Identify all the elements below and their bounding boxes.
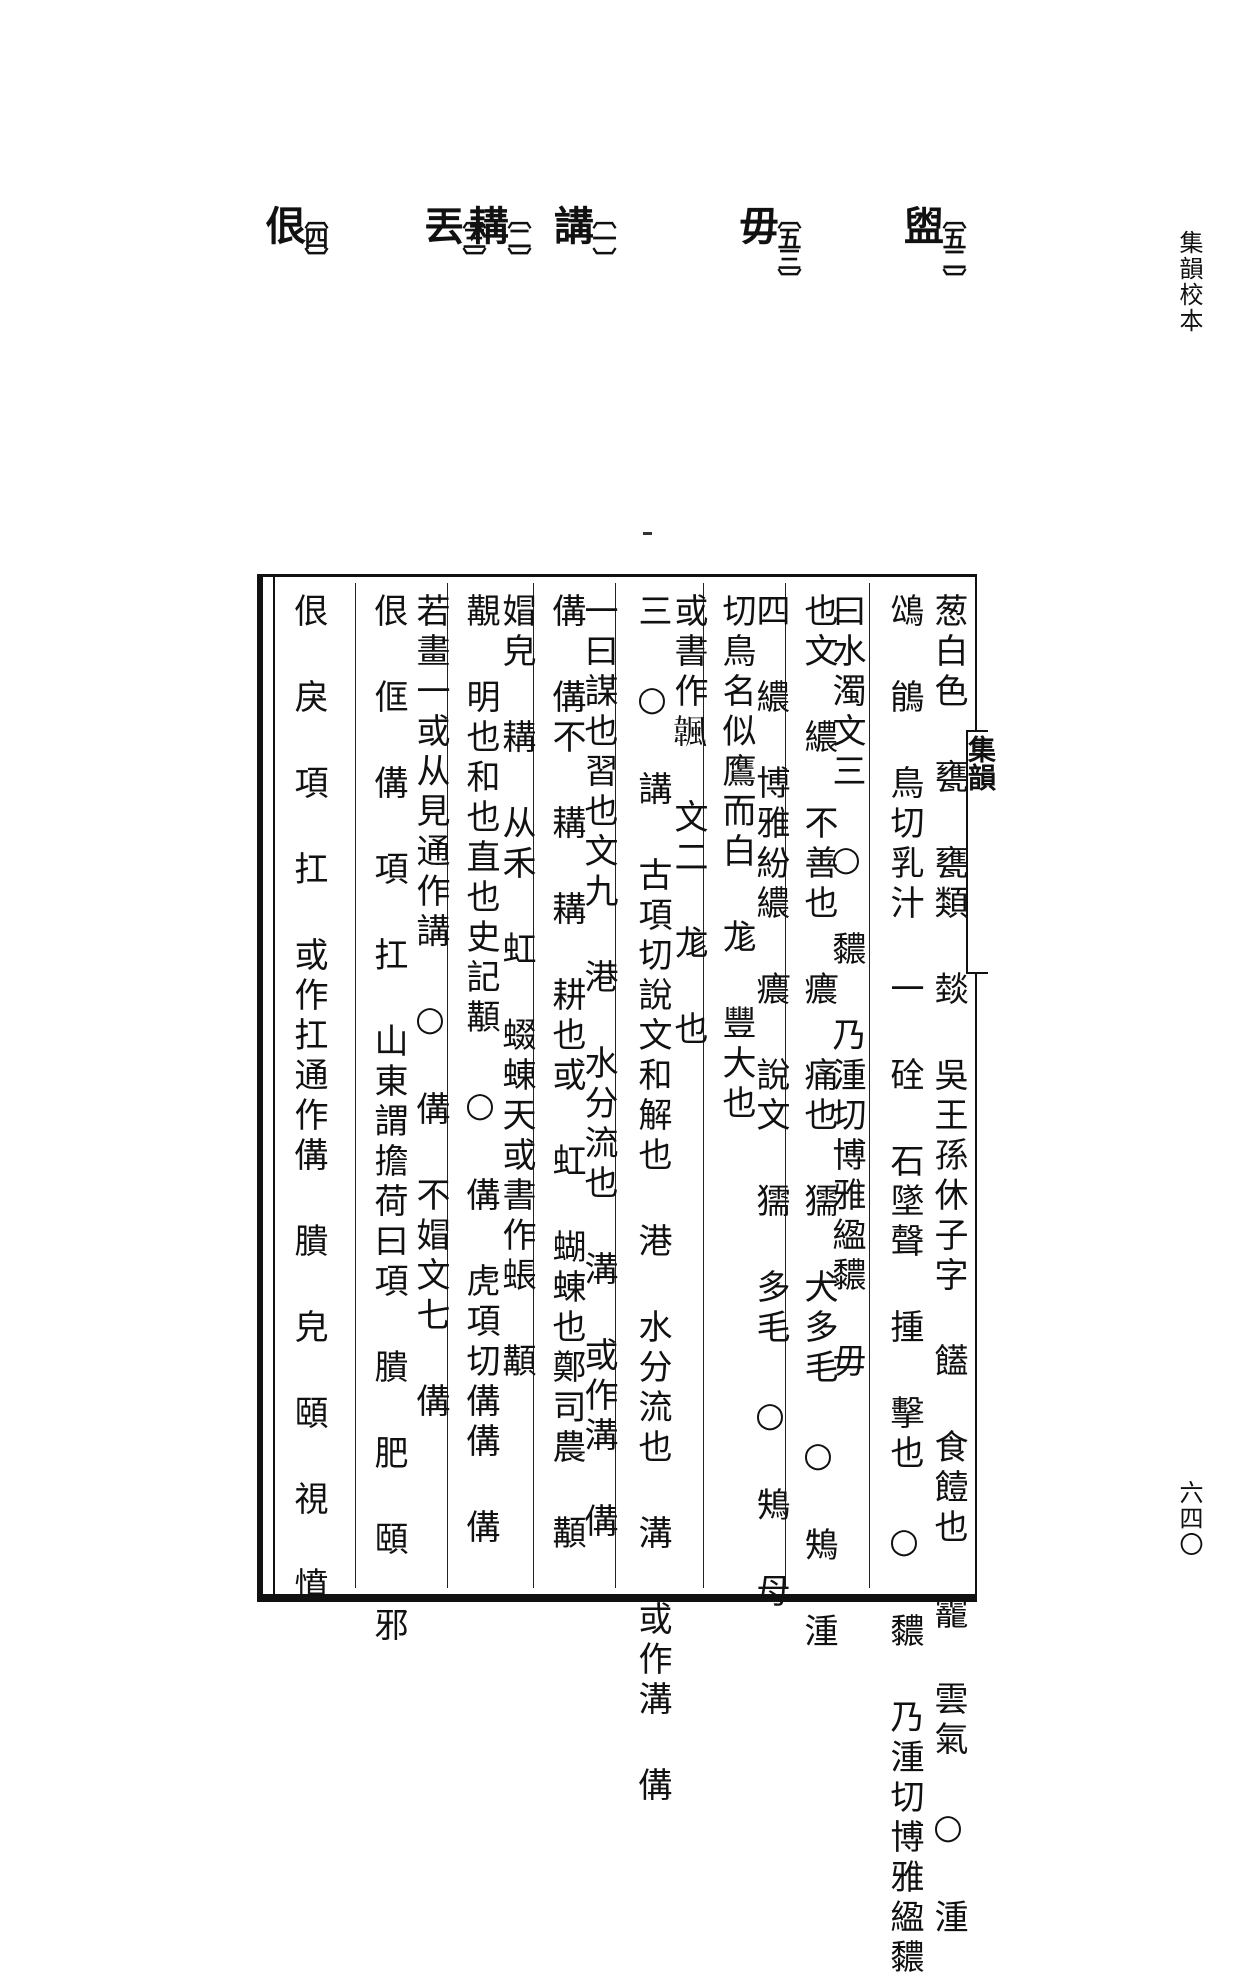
note-mark: 〔四〕 [300,205,329,268]
text-column: 覯 明也和也直也史記顜 ○ 傋 虎項切傋傋 傋 [460,593,500,1549]
text-column: 媢皃 耩 从禾 虹 蝃蝀天或書作䗅 顜 [496,593,536,1383]
text-column: 曰水濁文三 ○ 䵜 乃湩切博雅䋼䵜 毋 [826,593,866,1383]
page-number: 六四〇 [1175,1480,1203,1558]
note-mark: 〔三〕 [458,205,487,268]
text-column: 三 ○ 講 古項切說文和解也 港 水分流也 溝 或作溝 傋 [632,593,672,1807]
text-column: 也文 繷 不善也 癑 痛也 獳 犬多毛 ○ 鴩 湩 [798,593,838,1653]
column-rule [869,583,870,1588]
text-column: 切鳥名似鷹而白 尨 豐大也 [716,593,756,1125]
note-mark: 〔五二〕 [938,205,967,289]
note-mark: 〔一〕 [588,205,617,268]
text-column: 或書作𩘚 文二 尨 也 [668,593,708,1051]
collation-note: 〔二〕 耩 [462,205,532,276]
text-column: 四 繷 博雅紛繷 癑 說文 獳 多毛 ○ 鴩 母 [750,593,790,1613]
block-edge-heading: 集韻 [964,735,997,791]
collation-note: 〔三〕 丟 [417,205,487,276]
note-mark: 〔五三〕 [773,205,802,289]
column-rule [355,583,356,1588]
note-char: 毋 [732,205,779,245]
text-column: 一曰謀也習也文九 港 水分流也 溝 或作溝 傋 [578,593,618,1543]
text-column: 傋 傋不 耩 耩 耕也或 虹 蝴蝀也鄭司農 顜 [546,593,586,1555]
note-char: 耩 [462,205,509,245]
text-column: 若畫一或从見通作講 ○ 傋 不媢文七 傋 [410,593,450,1423]
frame-border-line [273,577,275,1594]
text-column: 葱白色 甕 甕類 燅 吳王孫休子字 饚 食饐也 靇 雲氣 ○ 湩 [928,593,968,1939]
collation-note: 〔四〕 佷 [259,205,329,276]
text-column: 佷 㑌 傋 項 扛 山東謂擔荷曰項 膭 肥 頤 邪 [368,593,408,1647]
column-rule [533,583,534,1588]
note-char: 丟 [417,205,464,245]
running-title: 集韻校本 [1175,230,1203,334]
woodblock-frame: 葱白色 甕 甕類 燅 吳王孫休子字 饚 食饐也 靇 雲氣 ○ 湩 䲲 䳌 鳥切乳… [257,574,977,1979]
collation-note: 〔五二〕 盥 [897,205,967,297]
text-column: 佷 戾 項 扛 或作扛通作傋 膭 皃 頤 視 憤 [288,593,328,1607]
note-char: 盥 [897,205,944,245]
note-mark: 〔二〕 [503,205,532,268]
note-char: 佷 [259,205,306,245]
note-char: 講 [547,205,594,245]
column-rule [785,583,786,1588]
block-edge-strip [966,730,988,974]
collation-note: 〔一〕 講 [547,205,617,276]
column-rule [447,583,448,1588]
text-column: 䲲 䳌 鳥切乳汁 一 硂 石墜聲 揰 擊也 ○ 䵜 乃湩切博雅䋼䵜 [884,593,924,1979]
collation-note: 〔五三〕 毋 [732,205,802,297]
ink-mark [643,532,652,535]
column-rule [703,583,704,1588]
column-rule [615,583,616,1588]
